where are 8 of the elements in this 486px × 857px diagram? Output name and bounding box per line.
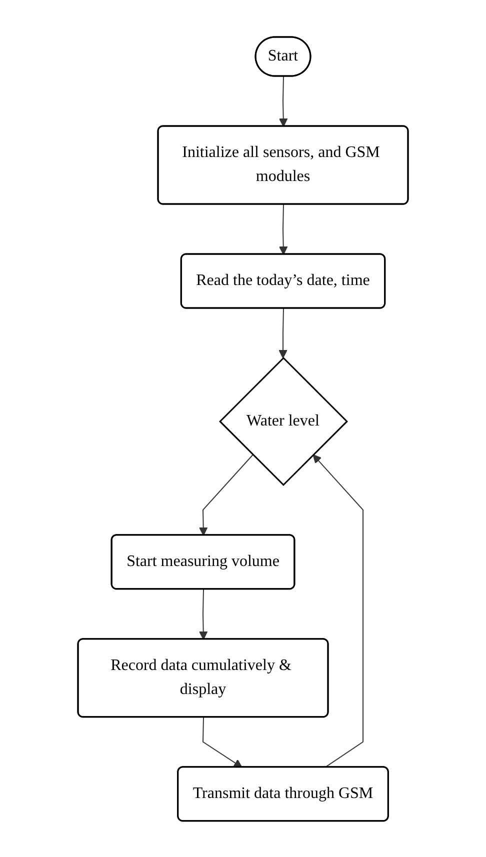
arrow xyxy=(202,716,242,768)
arrow xyxy=(278,76,288,126)
arrow xyxy=(278,204,288,254)
node-diamond: Water level xyxy=(219,356,348,486)
arrow xyxy=(198,588,208,640)
arrow xyxy=(198,454,254,536)
arrow xyxy=(278,308,288,358)
arrow xyxy=(312,454,364,768)
